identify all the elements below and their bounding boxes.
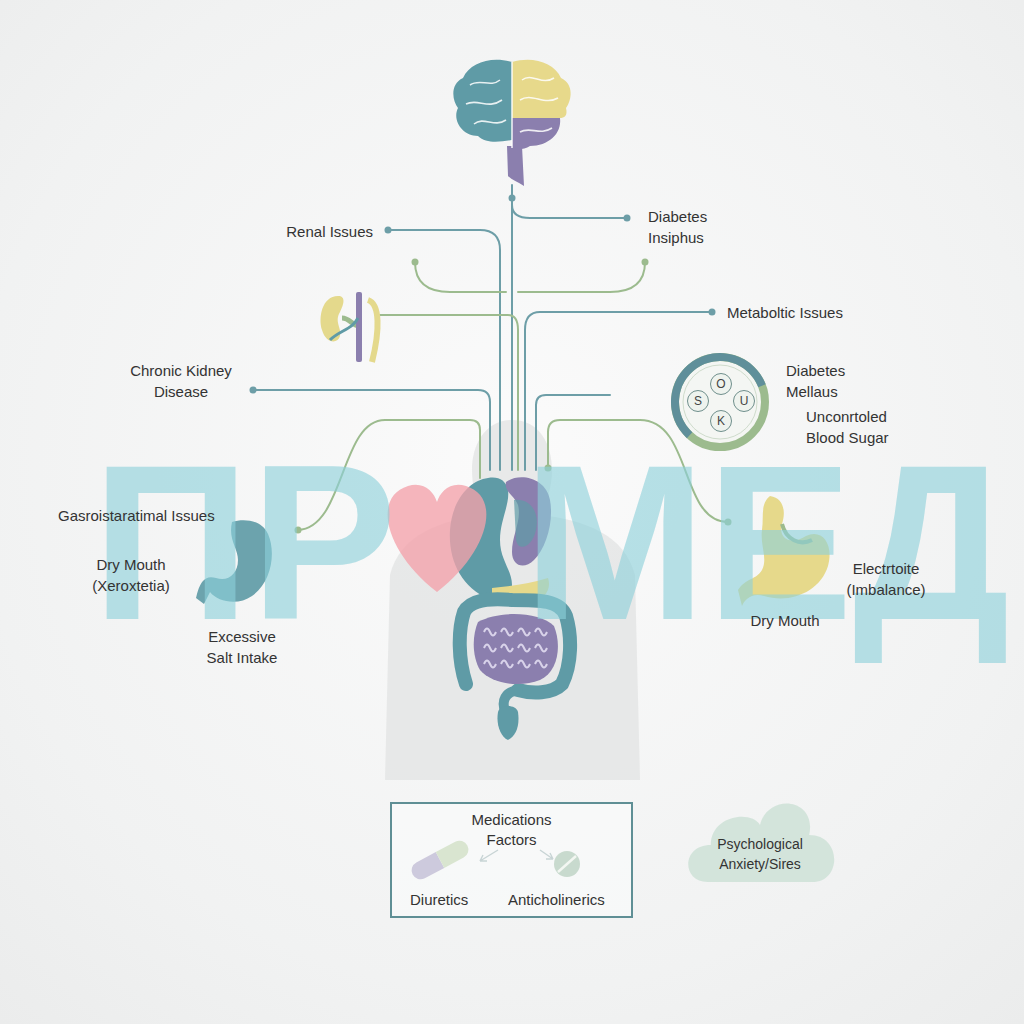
watermark-text: ПР — [92, 433, 397, 653]
condition-label: Diabetes Insiphus — [648, 206, 728, 248]
condition-label: Excessive Salt Intake — [198, 626, 286, 668]
condition-label: Dry Mouth (Xeroxtetia) — [76, 554, 186, 596]
metabolic-ring: SOUK — [670, 352, 770, 452]
ring-letter: K — [710, 410, 732, 432]
box-text: Medications Factors — [456, 810, 567, 850]
condition-label: Chronic Kidney Disease — [121, 360, 241, 402]
category-label: Metaboltic Issues — [727, 302, 877, 323]
kidney-icon — [321, 292, 378, 362]
cloud-text: Psychological Anxiety/Sires — [690, 834, 830, 874]
ring-outline — [670, 352, 770, 452]
category-label: Renal Issues — [263, 221, 373, 242]
condition-label: Dry Mouth — [740, 610, 830, 631]
ring-letter: S — [687, 390, 709, 412]
condition-label: Electrtoite (Imbalance) — [836, 558, 936, 600]
condition-label: Unconrtoled Blood Sugar — [806, 406, 906, 448]
box-text: Anticholinerics — [508, 890, 605, 910]
psychological-cloud: Psychological Anxiety/Sires — [678, 790, 842, 890]
ring-letter: O — [710, 373, 732, 395]
condition-label: Diabetes Mellaus — [786, 360, 866, 402]
category-label: Gasroistaratimal Issues — [58, 505, 268, 526]
watermark-heart — [388, 485, 487, 592]
ring-letter: U — [733, 390, 755, 412]
brain-icon — [453, 60, 570, 186]
medications-box: Medications FactorsDiuretics Anticholiner… — [390, 802, 633, 918]
box-text: Diuretics — [410, 890, 468, 910]
